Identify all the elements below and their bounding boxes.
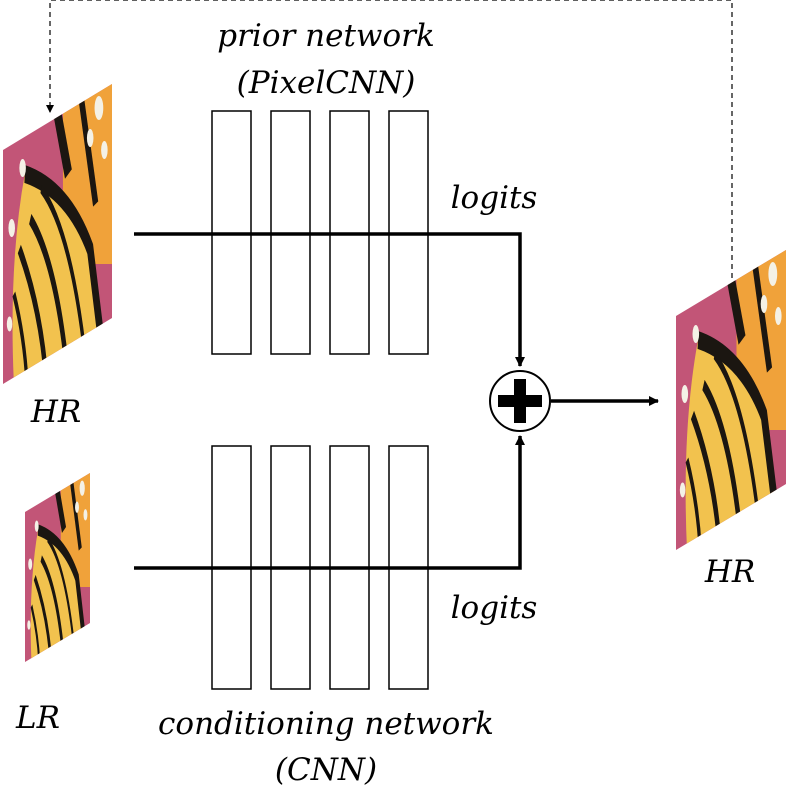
prior-flow-arrow	[134, 232, 525, 367]
lr-input-label: LR	[15, 700, 60, 736]
feedback-dashed-loop	[46, 0, 733, 278]
conditioning-network-subtitle: (CNN)	[275, 752, 377, 788]
hr-output-label: HR	[704, 554, 755, 590]
prior-network-title: prior network	[217, 18, 434, 54]
hr-input-image	[3, 84, 112, 384]
lr-input-image	[25, 473, 90, 663]
hr-output-image	[676, 250, 786, 550]
sum-node	[489, 370, 551, 432]
prior-network-subtitle: (PixelCNN)	[237, 65, 416, 101]
conditioning-flow-arrow	[134, 435, 525, 570]
conditioning-network-title: conditioning network	[158, 706, 494, 742]
logits-label-top: logits	[451, 180, 538, 216]
hr-input-label: HR	[30, 394, 81, 430]
logits-label-bottom: logits	[451, 590, 538, 626]
